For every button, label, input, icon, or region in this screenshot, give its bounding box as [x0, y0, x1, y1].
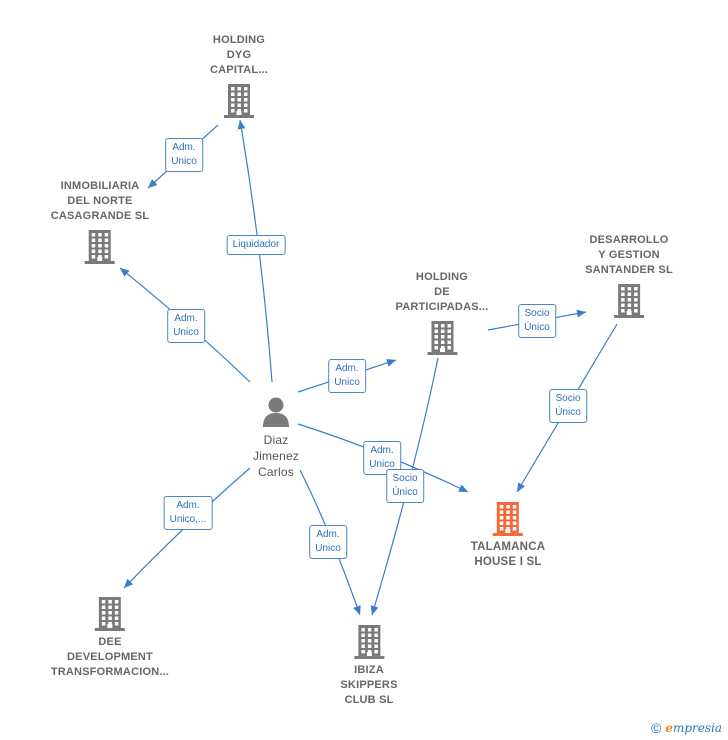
- edge-label-text: Liquidador: [232, 239, 280, 250]
- edge-label-text: Adm.: [316, 529, 340, 540]
- edge-label-text: Unico: [315, 543, 341, 554]
- person-icon: [263, 397, 289, 427]
- edge-label-text: Unico: [334, 377, 360, 388]
- edge-label-text: Único: [555, 407, 581, 418]
- edge-label-text: Adm.: [172, 142, 196, 153]
- building-icon: [85, 230, 115, 264]
- edge-label-text: Unico,...: [169, 514, 207, 525]
- edge-label-text: Socio: [392, 473, 418, 484]
- building-icon: [353, 625, 384, 659]
- building-icon: [613, 284, 644, 318]
- edge-label-8[interactable]: Adm. Unico,...: [163, 496, 213, 530]
- edge-label-text: Socio: [524, 308, 550, 319]
- edge-label-3[interactable]: Adm. Unico: [328, 359, 366, 393]
- edge-label-0[interactable]: Adm. Unico: [165, 138, 203, 172]
- edge-label-text: Socio: [555, 393, 581, 404]
- edge-label-text: Único: [392, 487, 418, 498]
- copyright-symbol: ©: [650, 720, 662, 736]
- edge-label-text: Adm.: [176, 500, 200, 511]
- footer-brand: © empresia: [651, 720, 722, 736]
- building-icon: [223, 84, 254, 118]
- edge-label-text: Adm.: [335, 363, 359, 374]
- building-icon: [94, 597, 125, 631]
- edge-label-text: Unico: [171, 156, 197, 167]
- edge-label-9[interactable]: Adm. Unico: [309, 525, 347, 559]
- edge-label-text: Adm.: [174, 313, 198, 324]
- edge-label-text: Unico: [369, 459, 395, 470]
- building-icon: [426, 321, 457, 355]
- edge-label-text: Unico: [173, 327, 199, 338]
- building-icon: [493, 502, 523, 536]
- edge-label-text: Adm.: [370, 445, 394, 456]
- edge-label-2[interactable]: Adm. Unico: [167, 309, 205, 343]
- edge-label-text: Único: [524, 322, 550, 333]
- empresia-logo[interactable]: empresia: [665, 721, 722, 735]
- edge-label-1[interactable]: Liquidador: [226, 235, 286, 255]
